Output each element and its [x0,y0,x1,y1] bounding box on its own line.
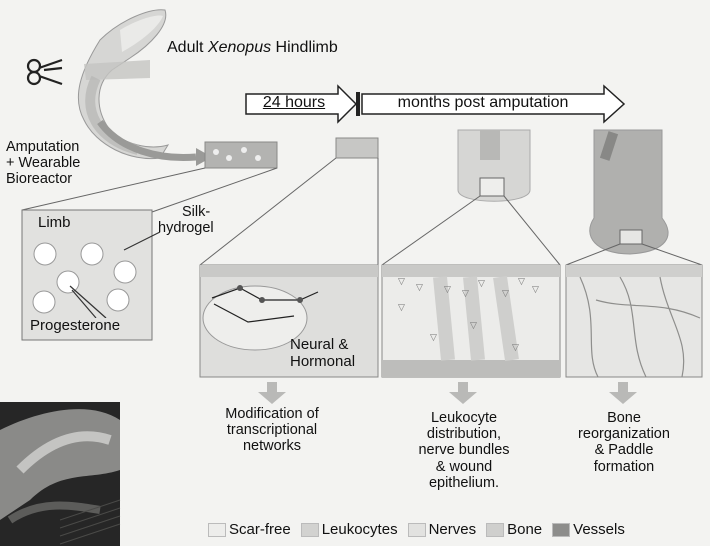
title-prefix: Adult [167,39,208,56]
legend: Scar-free Leukocytes Nerves Bone Vessels [208,521,625,538]
neural-hormonal-label: Neural & Hormonal [290,337,355,370]
legend-label-bone: Bone [507,521,542,538]
bioreactor-block [205,142,277,168]
stage1-block [336,138,378,158]
svg-text:▽: ▽ [532,284,539,294]
inset-progesterone-label: Progesterone [30,318,120,334]
outcome-2-line-5: epithelium. [404,475,524,491]
title-species: Xenopus [208,39,271,56]
outcome-2-line-3: nerve bundles [404,442,524,458]
outcome-3-line-4: formation [564,459,684,475]
legend-item-nerves: Nerves [408,521,477,538]
outcome-1-label: Modification of transcriptional networks [208,406,336,455]
legend-item-vessels: Vessels [552,521,625,538]
outcome-3-label: Bone reorganization & Paddle formation [564,410,684,475]
outcome-3-line-2: reorganization [564,426,684,442]
legend-swatch-vessels [552,523,570,537]
legend-label-vessels: Vessels [573,521,625,538]
legend-swatch-bone [486,523,504,537]
legend-swatch-nerves [408,523,426,537]
outcome-3-line-1: Bone [564,410,684,426]
outcome-2-line-2: distribution, [404,426,524,442]
detail-panel-bone [566,265,702,377]
neural-line-1: Neural & [290,337,355,354]
stage2-stump [458,130,530,201]
neural-line-2: Hormonal [290,354,355,371]
silk-line-2: hydrogel [158,221,214,237]
legend-swatch-scar-free [208,523,226,537]
inset-silk-label: Silk- hydrogel [176,205,214,237]
svg-text:▽: ▽ [430,332,437,342]
inset-limb-label: Limb [38,215,71,231]
regenerated-limb-photo [0,402,120,546]
svg-text:▽: ▽ [512,342,519,352]
detail-panel-leukocytes: ▽ ▽ ▽ ▽ ▽ ▽ ▽ ▽ ▽ ▽ ▽ ▽ [382,265,560,377]
stage3-paddle [590,130,668,254]
svg-text:▽: ▽ [416,282,423,292]
legend-label-leukocytes: Leukocytes [322,521,398,538]
legend-label-nerves: Nerves [429,521,477,538]
svg-text:▽: ▽ [518,276,525,286]
svg-text:▽: ▽ [470,320,477,330]
svg-text:▽: ▽ [462,288,469,298]
amputation-line-3: Bioreactor [6,171,80,187]
amputation-line-1: Amputation [6,139,80,155]
outcome-2-line-1: Leukocyte [404,410,524,426]
outcome-2-line-4: & wound [404,459,524,475]
legend-swatch-leukocytes [301,523,319,537]
outcome-1-line-3: networks [208,438,336,454]
legend-item-leukocytes: Leukocytes [301,521,398,538]
svg-text:▽: ▽ [398,276,405,286]
svg-text:▽: ▽ [502,288,509,298]
svg-text:▽: ▽ [444,284,451,294]
silk-line-1: Silk- [176,205,214,221]
outcome-1-line-2: transcriptional [208,422,336,438]
amputation-label: Amputation + Wearable Bioreactor [6,139,80,188]
outcome-3-line-3: & Paddle [564,442,684,458]
timeline-24h-label: 24 hours [252,95,336,112]
legend-item-bone: Bone [486,521,542,538]
legend-label-scar-free: Scar-free [229,521,291,538]
svg-text:▽: ▽ [398,302,405,312]
title-label: Adult Xenopus Hindlimb [167,40,338,57]
legend-item-scar-free: Scar-free [208,521,291,538]
title-suffix: Hindlimb [271,39,338,56]
svg-text:▽: ▽ [478,278,485,288]
timeline-months-label: months post amputation [364,95,602,112]
outcome-1-line-1: Modification of [208,406,336,422]
outcome-2-label: Leukocyte distribution, nerve bundles & … [404,410,524,491]
amputation-line-2: + Wearable [6,155,80,171]
